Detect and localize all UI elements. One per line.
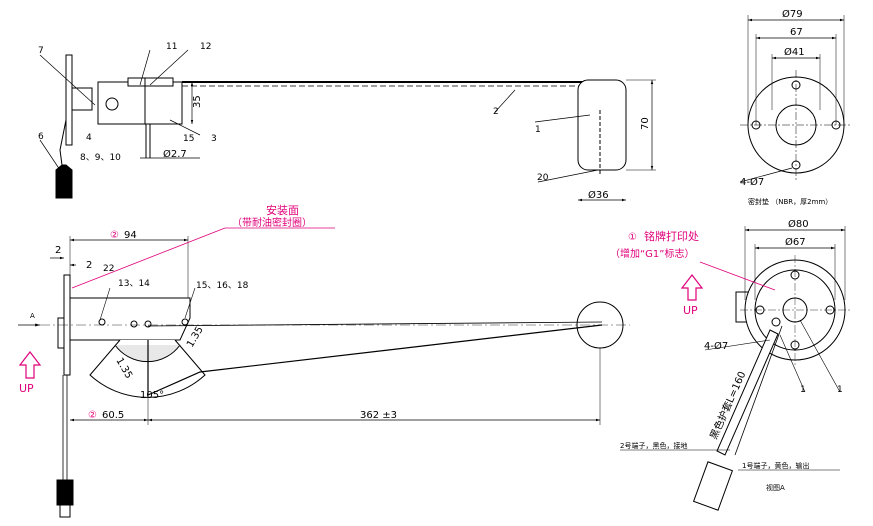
view-a-connector	[692, 461, 734, 511]
mounting-face-label: 安装面	[266, 203, 299, 217]
view-marker-a: A	[30, 312, 35, 320]
part-7: 7	[38, 46, 44, 56]
dim-362: 362 ±3	[360, 410, 397, 421]
circled-1: ①	[628, 232, 637, 243]
dim-2a: 2	[55, 245, 61, 256]
dim-70: 70	[640, 117, 651, 130]
part-2: 2	[493, 107, 499, 117]
gasket-note: 密封垫 （NBR，厚2mm）	[748, 197, 832, 206]
dim-dia-80: Ø80	[788, 218, 809, 230]
dim-dia-41: Ø41	[784, 46, 805, 58]
dim-94: 94	[124, 230, 137, 241]
view-a-4-dia-7: 4-Ø7	[704, 340, 728, 352]
dim-2b: 2	[86, 260, 92, 271]
sleeve	[716, 329, 779, 456]
view-a-label: 视图A	[766, 483, 785, 492]
top-view-labels: 7 11 12 2 1 6 4 15 3 8、9、10 20 Ø2.7 35 7…	[38, 42, 651, 201]
up-label-side: UP	[19, 382, 34, 395]
part-1: 1	[535, 125, 541, 135]
parts-15-18: 15、16、18	[196, 281, 249, 291]
dim-dia-79: Ø79	[782, 8, 803, 20]
circled-2-bottom: ②	[88, 410, 97, 421]
part-4: 4	[86, 133, 92, 143]
part-12: 12	[200, 42, 211, 52]
view-a-part-1a: 1	[800, 385, 806, 395]
sensor-body	[71, 87, 93, 111]
side-float-arm	[147, 321, 603, 327]
dim-1-35b: 1.35	[185, 325, 206, 350]
dim-35: 35	[192, 95, 203, 108]
dim-dia-36: Ø36	[588, 189, 609, 201]
float	[577, 79, 627, 171]
flange-plate	[65, 54, 73, 146]
terminal-2-note: 2号端子，黑色，接地	[620, 441, 687, 450]
sensor-block	[97, 81, 183, 125]
terminal-1-note: 1号端子，黄色，输出	[742, 461, 809, 470]
nameplate-note: 铭牌打印处	[644, 229, 699, 243]
part-6: 6	[38, 132, 44, 142]
side-view	[18, 227, 630, 518]
top-view	[39, 49, 656, 202]
up-arrow-view-a	[680, 274, 704, 301]
nameplate-sub: （增加“G1”标志）	[610, 247, 694, 260]
parts-13-14: 13、14	[118, 279, 150, 289]
up-arrow-side	[18, 351, 42, 379]
mounting-face-note: （带耐油密封圈）	[232, 216, 312, 229]
parts-8-9-10: 8、9、10	[80, 153, 121, 163]
circled-2-top: ②	[110, 230, 119, 241]
dim-dia-67: Ø67	[785, 236, 806, 248]
up-label-view-a: UP	[683, 304, 698, 317]
dim-67: 67	[790, 27, 803, 38]
side-body	[57, 317, 65, 349]
dim-4-dia-7: 4-Ø7	[740, 176, 764, 188]
dim-22: 22	[103, 264, 114, 274]
part-11: 11	[166, 42, 177, 52]
angle-105: 105°	[140, 390, 164, 401]
dim-60-5: 60.5	[102, 410, 124, 421]
flange-view	[739, 15, 852, 183]
dim-dia-2-7: Ø2.7	[163, 148, 187, 160]
flange-view-labels: Ø79 67 Ø41 4-Ø7 密封垫 （NBR，厚2mm）	[740, 8, 832, 206]
side-housing	[69, 297, 191, 341]
view-a-part-1b: 1	[837, 385, 843, 395]
part-15: 15	[183, 134, 194, 144]
part-3: 3	[211, 134, 217, 144]
view-a	[620, 226, 850, 511]
part-20: 20	[537, 173, 549, 183]
